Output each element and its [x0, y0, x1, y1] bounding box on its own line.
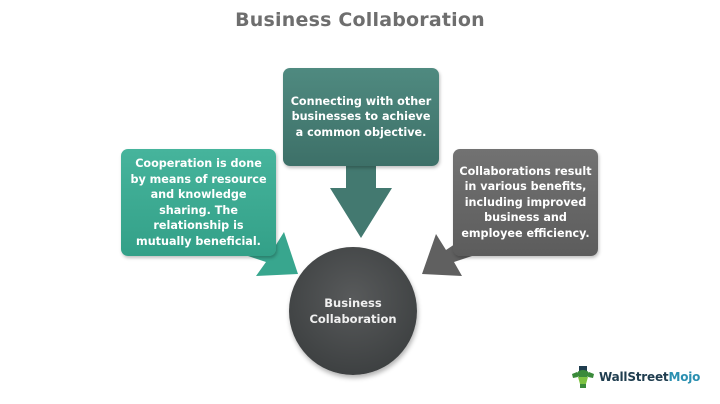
brand-prefix: WallStreet: [599, 370, 669, 384]
objective-text: Connecting with other businesses to achi…: [290, 94, 432, 139]
page-title: Business Collaboration: [235, 9, 485, 31]
brand-name: WallStreetMojo: [599, 370, 700, 384]
center-label-line1: Business: [324, 296, 382, 310]
bodybuilder-mascot-icon: [572, 366, 594, 388]
benefits-text: Collaborations result in various benefit…: [459, 164, 592, 240]
arrow-down-icon: [330, 165, 392, 238]
arrow-down-left-icon: [422, 234, 488, 276]
objective-box: Connecting with other businesses to achi…: [283, 68, 439, 166]
benefits-box: Collaborations result in various benefit…: [453, 149, 598, 256]
center-label-line2: Collaboration: [309, 312, 397, 326]
brand-suffix: Mojo: [668, 370, 701, 384]
cooperation-text: Cooperation is done by means of resource…: [130, 157, 267, 248]
center-circle: Business Collaboration: [289, 247, 417, 375]
brand-logo: WallStreetMojo: [570, 366, 700, 388]
cooperation-box: Cooperation is done by means of resource…: [121, 149, 276, 256]
